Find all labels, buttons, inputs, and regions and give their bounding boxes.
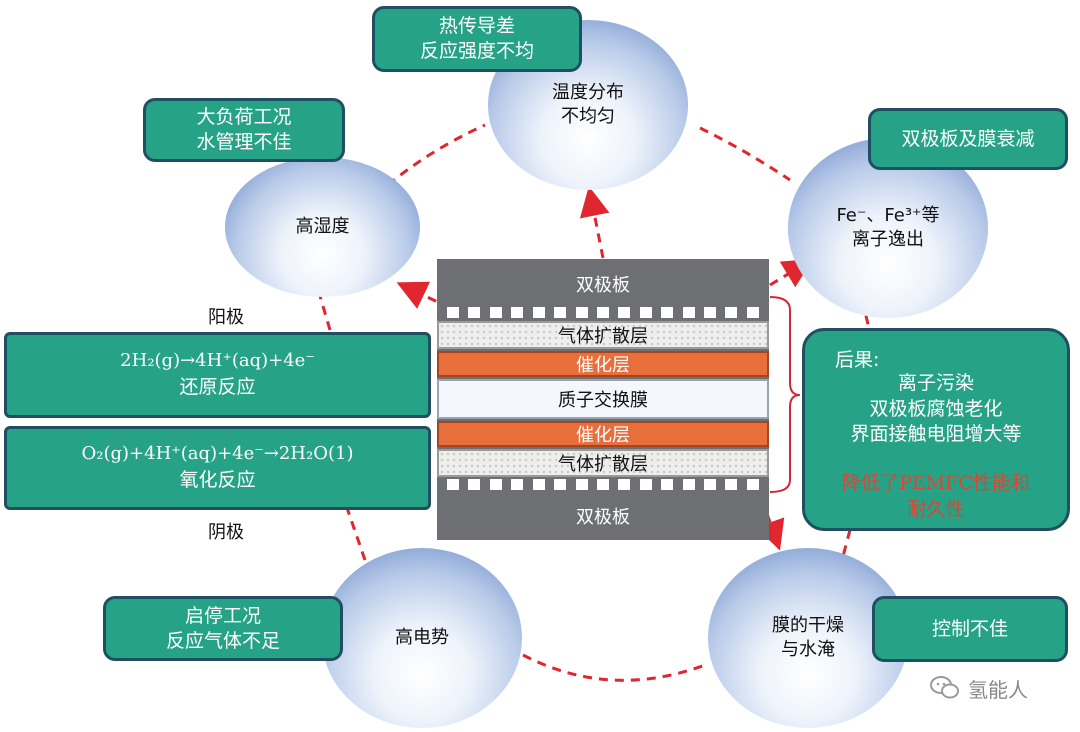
ring-arc-humidity-temperature: [387, 123, 486, 187]
cause-control-line-1: 控制不佳: [931, 617, 1008, 640]
cause-load-line-2: 水管理不佳: [196, 131, 292, 153]
node-temperature-line-2: 不均匀: [561, 106, 615, 127]
arrow-stack-to-humidity: [396, 281, 466, 317]
consequence-item: 界面接触电阻增大等: [850, 423, 1022, 446]
node-ions-line-1: Fe⁻、Fe³⁺等: [836, 204, 940, 226]
cathode-reaction-type: 氧化反应: [179, 469, 256, 492]
consequence-warning-line-2: 耐久性: [907, 497, 965, 520]
flow-channels-top: [447, 307, 759, 318]
catalyst-layer-bottom: 催化层: [437, 421, 769, 447]
ring-arc-membrane-potential: [522, 653, 706, 682]
ring-arc-temperature-ions: [699, 126, 791, 182]
node-ions-line-2: 离子逸出: [852, 229, 924, 250]
consequence-heading: 后果:: [835, 349, 880, 371]
watermark-text: 氢能人: [968, 677, 1028, 702]
ring-arc-anode-humidity: [318, 295, 332, 331]
cause-startstop-line-2: 反应气体不足: [165, 629, 280, 652]
flow-channels-bottom: [447, 479, 759, 490]
wechat-icon: [930, 676, 959, 699]
watermark: 氢能人: [930, 668, 1070, 708]
cause-startstop-line-1: 启停工况: [184, 604, 261, 627]
node-membrane-state-line-2: 与水淹: [781, 639, 835, 660]
anode-reaction-box: 2H₂(g)→4H⁺(aq)+4e⁻ 还原反应: [4, 332, 431, 418]
arrow-stack-to-temperature: [579, 186, 610, 259]
cause-load: 大负荷工况 水管理不佳: [143, 98, 345, 162]
node-potential-line-1: 高电势: [395, 626, 449, 648]
anode-equation: 2H₂(g)→4H⁺(aq)+4e⁻: [120, 350, 315, 372]
bipolar-plate-bottom: 双极板: [576, 507, 630, 528]
consequence-warning: 降低了PEMFC性能和 耐久性: [805, 471, 1067, 522]
cause-heat: 热传导差 反应强度不均: [372, 6, 582, 72]
bipolar-plate-top: 双极板: [576, 275, 630, 296]
ring-arc-potential-cathode: [344, 504, 367, 561]
anode-label: 阳极: [208, 307, 244, 328]
node-temperature-line-1: 温度分布: [552, 81, 624, 103]
cause-heat-line-2: 反应强度不均: [419, 40, 534, 62]
consequence-item: 双极板腐蚀老化: [869, 397, 1003, 420]
ring-arc-consequence-membrane: [840, 529, 852, 561]
anode-reaction-type: 还原反应: [179, 376, 256, 399]
node-membrane-state-line-1: 膜的干燥: [772, 614, 844, 636]
cause-load-line-1: 大负荷工况: [196, 106, 292, 129]
cathode-label: 阴极: [208, 522, 244, 543]
cause-degradation-line-1: 双极板及膜衰减: [901, 127, 1035, 150]
fuel-cell-stack: 双极板 气体扩散层 催化层 质子交换膜 催化层 气体扩散层 双极板: [437, 259, 769, 540]
gas-diffusion-layer-top: 气体扩散层: [437, 321, 769, 349]
cause-control: 控制不佳: [872, 596, 1068, 662]
node-humidity: 高湿度: [225, 157, 420, 297]
proton-exchange-membrane: 质子交换膜: [437, 379, 769, 419]
consequence-warning-line-1: 降低了PEMFC性能和: [842, 472, 1030, 494]
stack-bracket: [769, 296, 801, 493]
consequence-items: 离子污染 双极板腐蚀老化 界面接触电阻增大等: [805, 371, 1067, 448]
cause-degradation: 双极板及膜衰减: [868, 108, 1068, 170]
gas-diffusion-layer-bottom: 气体扩散层: [437, 449, 769, 477]
consequence-box: 后果: 离子污染 双极板腐蚀老化 界面接触电阻增大等 降低了PEMFC性能和 耐…: [802, 328, 1070, 531]
node-potential: 高电势: [322, 548, 522, 728]
node-humidity-line-1: 高湿度: [295, 215, 350, 237]
node-temperature: 温度分布 不均匀: [488, 20, 688, 190]
cause-startstop: 启停工况 反应气体不足: [103, 596, 343, 661]
cause-heat-line-1: 热传导差: [438, 15, 515, 38]
consequence-item: 离子污染: [897, 372, 974, 394]
cathode-reaction-box: O₂(g)+4H⁺(aq)+4e⁻→2H₂O(1) 氧化反应: [4, 426, 431, 510]
catalyst-layer-top: 催化层: [437, 351, 769, 377]
cathode-equation: O₂(g)+4H⁺(aq)+4e⁻→2H₂O(1): [81, 443, 354, 465]
